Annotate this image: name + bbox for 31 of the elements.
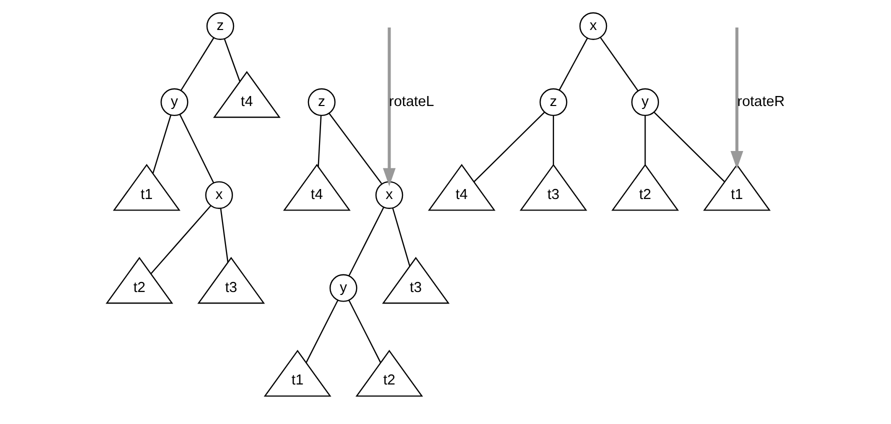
connector [599, 37, 638, 92]
connector [152, 115, 171, 174]
node-circle: x [204, 181, 232, 209]
connector [150, 205, 211, 274]
arrow [382, 27, 396, 186]
node-circle: y [160, 88, 188, 116]
connector [317, 116, 322, 167]
connector [392, 208, 410, 266]
arrow [730, 27, 743, 170]
connector [348, 300, 381, 363]
edge-label: rotateL [388, 94, 434, 110]
node-circle: y [329, 274, 357, 302]
connector [552, 116, 554, 165]
connector [558, 38, 588, 90]
connector [328, 113, 382, 184]
node-circle: z [307, 88, 336, 116]
connector [220, 208, 228, 262]
connector [653, 112, 725, 182]
node-circle: y [630, 88, 659, 116]
connector [348, 207, 384, 276]
connector [305, 300, 338, 363]
connector [473, 112, 544, 182]
connector [223, 38, 240, 82]
connector [644, 116, 646, 165]
connector [178, 114, 214, 183]
node-circle: x [578, 12, 607, 40]
node-circle: z [539, 88, 567, 116]
connector [180, 38, 214, 91]
node-circle: z [206, 12, 234, 40]
node-circle: x [374, 181, 403, 209]
edge-label: rotateR [736, 94, 784, 110]
